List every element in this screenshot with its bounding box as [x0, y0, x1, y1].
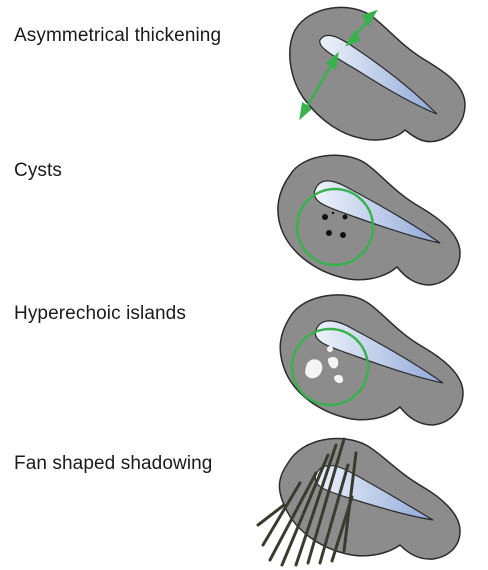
panel-fan-shaped-shadowing: Fan shaped shadowing — [0, 425, 488, 570]
label-cysts: Cysts — [14, 160, 62, 182]
uterus-diagram-fan — [248, 425, 478, 570]
label-fan-shaped-shadowing: Fan shaped shadowing — [14, 453, 212, 475]
label-asymmetrical-thickening: Asymmetrical thickening — [14, 25, 221, 47]
panel-asymmetrical-thickening: Asymmetrical thickening — [0, 0, 488, 145]
panel-hyperechoic-islands: Hyperechoic islands — [0, 285, 488, 425]
uterus-diagram-asymmetrical — [275, 0, 475, 145]
panel-cysts: Cysts — [0, 145, 488, 285]
uterus-diagram-cysts — [265, 145, 465, 285]
uterus-diagram-hyperechoic — [268, 285, 468, 425]
label-hyperechoic-islands: Hyperechoic islands — [14, 303, 186, 325]
